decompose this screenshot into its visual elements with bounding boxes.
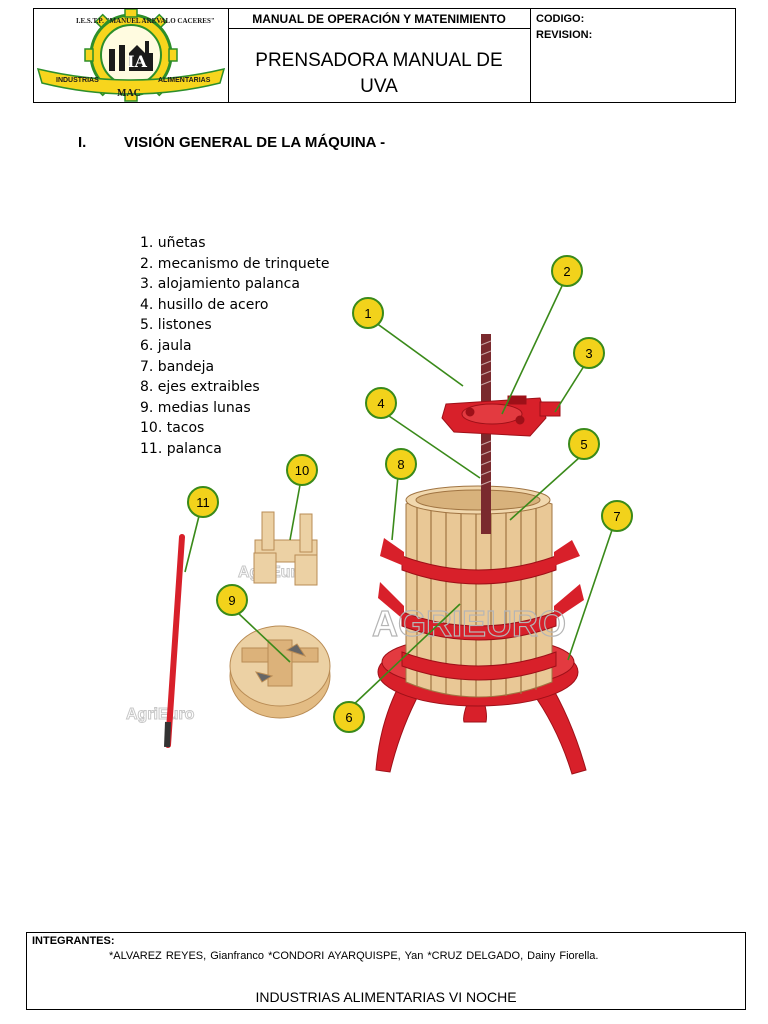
callout-1: 1 xyxy=(353,298,383,328)
svg-text:IA: IA xyxy=(127,52,147,71)
members-list: *ALVAREZ REYES, Gianfranco *CONDORI AYAR… xyxy=(109,950,598,962)
half-moons xyxy=(230,626,330,718)
callout-8: 8 xyxy=(386,449,416,479)
section-heading: I.VISIÓN GENERAL DE LA MÁQUINA - xyxy=(78,134,385,151)
ratchet-mechanism xyxy=(442,396,560,436)
document-title: PRENSADORA MANUAL DE UVA xyxy=(228,29,531,102)
career-line: INDUSTRIAS ALIMENTARIAS VI NOCHE xyxy=(27,989,745,1005)
legend-item: 9. medias lunas xyxy=(140,398,329,419)
legend-item: 3. alojamiento palanca xyxy=(140,274,329,295)
lever-grip xyxy=(167,722,168,747)
logo-text-right: ALIMENTARIAS xyxy=(158,77,211,84)
legend-item: 4. husillo de acero xyxy=(140,295,329,316)
legend-item: 6. jaula xyxy=(140,336,329,357)
callout-11: 11 xyxy=(188,487,218,517)
legend-item: 10. tacos xyxy=(140,418,329,439)
logo-text-left: INDUSTRIAS xyxy=(56,77,99,84)
document-title-line2: UVA xyxy=(228,74,530,100)
callout-5: 5 xyxy=(569,429,599,459)
legend-item: 1. uñetas xyxy=(140,233,329,254)
svg-text:5: 5 xyxy=(580,437,587,452)
callout-7: 7 xyxy=(602,501,632,531)
legend-item: 11. palanca xyxy=(140,439,329,460)
svg-text:2: 2 xyxy=(563,264,570,279)
svg-text:6: 6 xyxy=(345,710,352,725)
members-label: INTEGRANTES: xyxy=(32,935,115,947)
logo-text-top: I.E.S.T.P. "MANUEL AREVALO CACERES" xyxy=(76,17,215,25)
svg-text:8: 8 xyxy=(397,457,404,472)
svg-text:3: 3 xyxy=(585,346,592,361)
legend-item: 2. mecanismo de trinquete xyxy=(140,254,329,275)
legend-item: 7. bandeja xyxy=(140,357,329,378)
callout-6: 6 xyxy=(334,702,364,732)
svg-text:1: 1 xyxy=(364,306,371,321)
watermark-large: AGRIEURO xyxy=(372,603,566,644)
logo-text-bottom: MAC xyxy=(117,88,141,99)
institution-logo: IA INDUSTRIAS ALIMENTARIAS MAC I.E.S.T.P… xyxy=(34,9,229,102)
callout-2: 2 xyxy=(552,256,582,286)
section-number: I. xyxy=(78,134,124,151)
legend-item: 5. listones xyxy=(140,315,329,336)
code-label: CODIGO: xyxy=(536,11,730,27)
svg-text:9: 9 xyxy=(228,593,235,608)
svg-text:4: 4 xyxy=(377,396,384,411)
document-title-line1: PRENSADORA MANUAL DE xyxy=(228,48,530,74)
parts-legend: 1. uñetas 2. mecanismo de trinquete 3. a… xyxy=(140,233,329,460)
legend-item: 8. ejes extraibles xyxy=(140,377,329,398)
callout-3: 3 xyxy=(574,338,604,368)
section-title: VISIÓN GENERAL DE LA MÁQUINA - xyxy=(124,134,385,151)
revision-label: REVISION: xyxy=(536,27,730,43)
svg-text:11: 11 xyxy=(196,495,210,510)
header-table: IA INDUSTRIAS ALIMENTARIAS MAC I.E.S.T.P… xyxy=(33,8,736,103)
callout-9: 9 xyxy=(217,585,247,615)
manual-title: MANUAL DE OPERACIÓN Y MATENIMIENTO xyxy=(228,9,531,29)
svg-text:10: 10 xyxy=(295,463,309,478)
callout-4: 4 xyxy=(366,388,396,418)
svg-text:7: 7 xyxy=(613,509,620,524)
watermark-small-3: AgriEuro xyxy=(126,706,195,723)
code-cell: CODIGO: REVISION: xyxy=(531,9,735,102)
footer-box: INTEGRANTES: *ALVAREZ REYES, Gianfranco … xyxy=(26,932,746,1010)
